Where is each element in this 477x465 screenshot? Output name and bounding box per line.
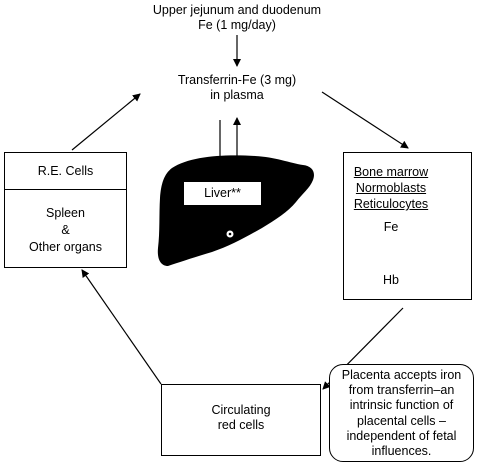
plasma-label: Transferrin-Fe (3 mg) in plasma xyxy=(150,73,324,103)
liver-label-box: Liver** xyxy=(183,181,262,206)
arrow-plasma-to-bone-marrow xyxy=(321,91,409,149)
source-label: Upper jejunum and duodenum Fe (1 mg/day) xyxy=(100,3,374,33)
red-cells-line-1: Circulating xyxy=(211,403,271,417)
re-cells-organs: Spleen & Other organs xyxy=(5,205,126,256)
bone-marrow-cells: Bone marrow Normoblasts Reticulocytes xyxy=(344,164,438,212)
re-cells-line-1: Spleen xyxy=(46,206,85,220)
red-cells-box: Circulating red cells xyxy=(161,384,321,456)
liver-label: Liver** xyxy=(204,186,241,200)
placenta-line-1: Placenta accepts iron xyxy=(341,368,462,382)
plasma-line-2: in plasma xyxy=(210,88,264,102)
source-line-2: Fe (1 mg/day) xyxy=(198,18,276,32)
re-cells-line-3: Other organs xyxy=(29,240,102,254)
plasma-line-1: Transferrin-Fe (3 mg) xyxy=(177,73,297,87)
bone-marrow-line-2: Normoblasts xyxy=(355,181,427,195)
arrow-red-cells-to-re-cells xyxy=(81,269,162,385)
placenta-line-4: placental cells – xyxy=(357,413,446,428)
re-cells-box: R.E. Cells Spleen & Other organs xyxy=(4,152,127,268)
liver-shape xyxy=(157,155,314,266)
bone-marrow-line-1: Bone marrow xyxy=(353,165,429,179)
placenta-note-box: Placenta accepts iron from transferrin–a… xyxy=(329,364,474,462)
source-line-1: Upper jejunum and duodenum xyxy=(152,3,322,17)
placenta-line-5: independent of fetal xyxy=(346,428,457,443)
bone-marrow-fe: Fe xyxy=(383,220,399,234)
placenta-line-3: intrinsic function of xyxy=(349,398,454,413)
bone-marrow-line-3: Reticulocytes xyxy=(353,197,429,211)
bone-marrow-box: Bone marrow Normoblasts Reticulocytes Fe… xyxy=(343,152,472,300)
re-cells-line-2: & xyxy=(61,223,70,237)
re-cells-divider xyxy=(5,189,126,190)
placenta-note: Placenta accepts iron from transferrin–a… xyxy=(330,368,473,459)
placenta-line-2: from transferrin–an xyxy=(348,383,455,398)
bone-marrow-hb: Hb xyxy=(383,273,399,287)
arrow-re-cells-to-plasma xyxy=(71,93,141,151)
red-cells-line-2: red cells xyxy=(217,418,265,432)
placenta-line-6: influences. xyxy=(371,444,432,459)
re-cells-title: R.E. Cells xyxy=(37,164,94,178)
red-cells-label: Circulating red cells xyxy=(162,403,320,433)
